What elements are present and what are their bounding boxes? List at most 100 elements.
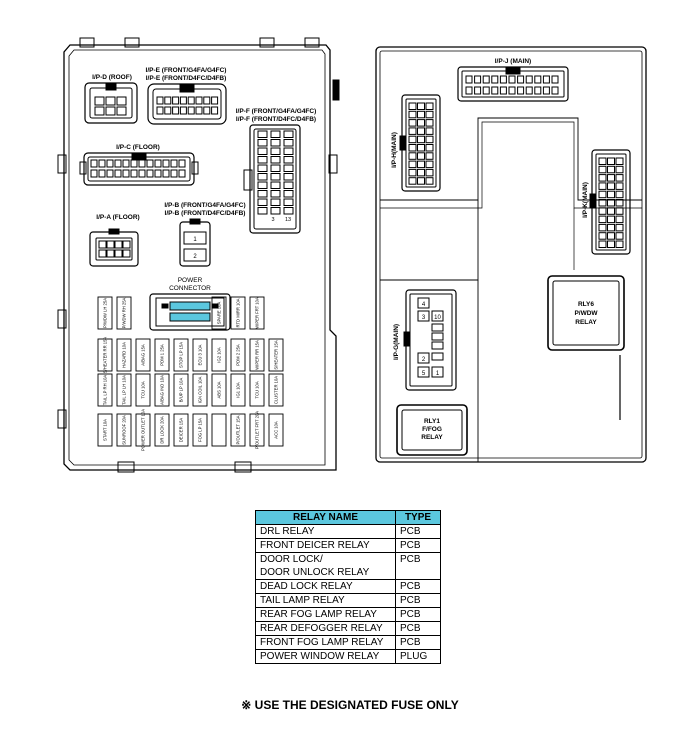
fuse-slot [211, 338, 227, 372]
fuse-slot [116, 296, 132, 330]
connector-pin [534, 75, 542, 84]
connector-pin [195, 106, 203, 115]
connector-pin [417, 127, 425, 135]
right-panel: I/P-J (MAIN) I/P-H(MAIN) I/P-K(MAIN) I/P… [375, 46, 647, 463]
connector-pin [203, 96, 211, 105]
ip-e-connector [147, 83, 227, 125]
rly6-label-3: RELAY [575, 319, 597, 326]
connector-pin [598, 157, 607, 165]
type-header: TYPE [395, 510, 441, 525]
fuse-label: S/HEATER 15A [274, 340, 279, 369]
connector-pin [408, 119, 417, 127]
connector-pin [425, 119, 434, 127]
connector-pin [615, 174, 624, 182]
connector-pin [607, 232, 615, 240]
fuse-slot [154, 373, 170, 407]
connector-pin [114, 159, 122, 168]
connector-pin [615, 199, 624, 207]
connector-pin [283, 198, 294, 206]
ip-a-label: I/P-A (FLOOR) [96, 214, 139, 221]
ip-b-pin-1: 1 [193, 237, 197, 243]
connector-pin [146, 169, 154, 178]
ip-d-label: I/P-D (ROOF) [92, 74, 132, 81]
relay-type: PCB [395, 621, 441, 636]
connector-pin [491, 75, 499, 84]
ip-c-connector [79, 152, 199, 186]
connector-pin [172, 96, 180, 105]
ip-h-label: I/P-H(MAIN) [391, 132, 398, 168]
left-panel-outline [63, 44, 337, 471]
connector-pin [162, 159, 170, 168]
connector-pin [607, 240, 615, 248]
connector-pin [615, 215, 624, 224]
fuse-slot [173, 413, 189, 447]
connector-pin [508, 86, 516, 95]
connector-pin [130, 159, 138, 168]
relay-name: DOOR UNLOCK RELAY [255, 566, 396, 580]
relay-name: REAR FOG LAMP RELAY [255, 607, 396, 622]
fuse-slot [211, 413, 227, 447]
relay-name: FRONT FOG LAMP RELAY [255, 635, 396, 650]
connector-pin [130, 169, 138, 178]
relay-type: PCB [395, 635, 441, 650]
connector-pin [615, 157, 624, 165]
fuse-slot [249, 373, 265, 407]
fuse-slot [211, 373, 227, 407]
ip-j-connector [457, 66, 569, 102]
connector-pin [257, 147, 268, 155]
connector-pin [598, 190, 607, 199]
connector-pin [465, 75, 473, 84]
fuse-label: STOP LP 15A [179, 342, 184, 368]
power-connector-label-1: POWER [178, 277, 203, 284]
connector-pin [474, 75, 482, 84]
connector-pin [270, 156, 281, 164]
relay-type: PLUG [395, 649, 441, 664]
connector-pin [615, 207, 624, 215]
ip-g-pin-2: 2 [422, 357, 426, 363]
ip-g-pin-4: 4 [422, 302, 426, 308]
ip-d-connector [84, 82, 138, 124]
fuse-label: S/HEATER RR 15A [103, 337, 108, 374]
rly6-label-1: RLY6 [578, 301, 594, 308]
ip-f-label-2: I/P-F (FRONT/D4FC/D4FB) [236, 116, 316, 123]
fuse-label: B/UP LP 10A [179, 378, 184, 403]
table-row: DOOR LOCK/PCB [255, 552, 441, 566]
fuse-label: DEICER 15A [179, 418, 184, 443]
fuse-slot [135, 413, 151, 447]
connector-pin [465, 86, 473, 95]
fuse-label: P/WDW RH 25A [122, 297, 127, 328]
relay-name: REAR DEFOGGER RELAY [255, 621, 396, 636]
fuse-slot [154, 338, 170, 372]
relay-name: DRL RELAY [255, 524, 396, 539]
connector-pin [534, 86, 542, 95]
connector-pin [106, 169, 114, 178]
fuse-label: P/WDW LH 25A [103, 298, 108, 328]
fuse-label: ABS 10A [217, 381, 222, 398]
connector-pin [257, 190, 268, 198]
connector-pin [170, 169, 178, 178]
connector-pin [283, 173, 294, 181]
connector-pin [122, 169, 130, 178]
right-panel-outline [375, 46, 647, 463]
connector-pin [615, 232, 624, 240]
rly1-label-2: F/FOG [422, 426, 442, 433]
connector-pin [417, 110, 425, 119]
relay-name: DOOR LOCK/ [255, 552, 396, 566]
connector-pin [257, 139, 268, 147]
connector-pin [598, 240, 607, 248]
connector-pin [257, 173, 268, 181]
fuse-label: A/BAG 15A [141, 344, 146, 366]
connector-pin [156, 96, 164, 105]
connector-pin [283, 139, 294, 147]
connector-pin [283, 181, 294, 189]
connector-pin [187, 106, 195, 115]
connector-pin [106, 159, 114, 168]
connector-pin [408, 144, 417, 152]
connector-pin [178, 169, 186, 178]
connector-pin [408, 168, 417, 177]
fuse-label: SPARE 10A [217, 302, 222, 325]
fuse-label: RTD MIRR 10A [236, 298, 241, 327]
connector-pin [615, 182, 624, 190]
relay-name: DEAD LOCK RELAY [255, 579, 396, 594]
